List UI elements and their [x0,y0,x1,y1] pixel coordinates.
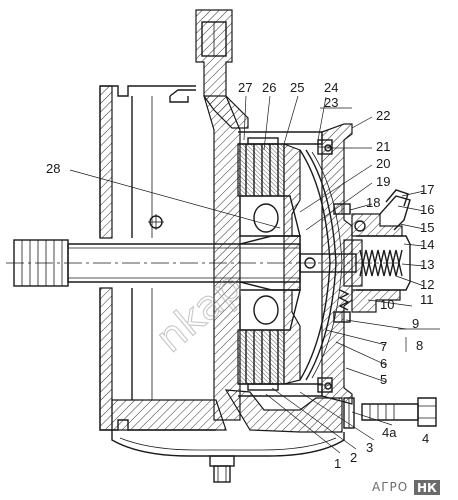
callout-9: 9 [412,316,419,331]
callout-3: 3 [366,440,373,455]
external-bolt [343,397,437,429]
logo-box-text: НК [417,481,437,495]
callout-28: 28 [46,161,60,176]
drive-shaft [6,235,400,291]
valve-spring-assembly [299,189,411,313]
callout-4: 4 [422,431,429,446]
callout-17: 17 [420,182,434,197]
callout-6: 6 [380,356,387,371]
callout-11: 11 [420,292,434,307]
callout-7: 7 [380,339,387,354]
agronk-logo: АГРО НК [372,480,440,495]
callout-20: 20 [376,156,390,171]
callout-24: 24 [324,80,338,95]
brake-chamber-cover [299,123,353,405]
callout-15: 15 [420,220,434,235]
callout-27: 27 [238,80,252,95]
callout-16: 16 [420,202,434,217]
callout-21: 21 [376,139,390,154]
callout-labels: 1 2 3 4 4а 5 6 7 8 9 10 11 12 13 14 15 1… [46,80,434,471]
callout-10: 10 [380,297,394,312]
callout-14: 14 [420,237,434,252]
callout-1: 1 [334,456,341,471]
logo-left-text: АГРО [372,480,408,494]
callout-26: 26 [262,80,276,95]
leader-lines [69,95,440,454]
callout-23: 23 [324,95,338,110]
callout-4a: 4а [382,425,397,440]
callout-2: 2 [350,450,357,465]
callout-18: 18 [366,195,380,210]
callout-22: 22 [376,108,390,123]
callout-8: 8 [416,338,423,353]
gearbox-housing [99,9,345,483]
brake-disc-pack [237,131,323,397]
logo-box [414,480,440,495]
callout-12: 12 [420,277,434,292]
callout-25: 25 [290,80,304,95]
callout-13: 13 [420,257,434,272]
callout-5: 5 [380,372,387,387]
callout-19: 19 [376,174,390,189]
